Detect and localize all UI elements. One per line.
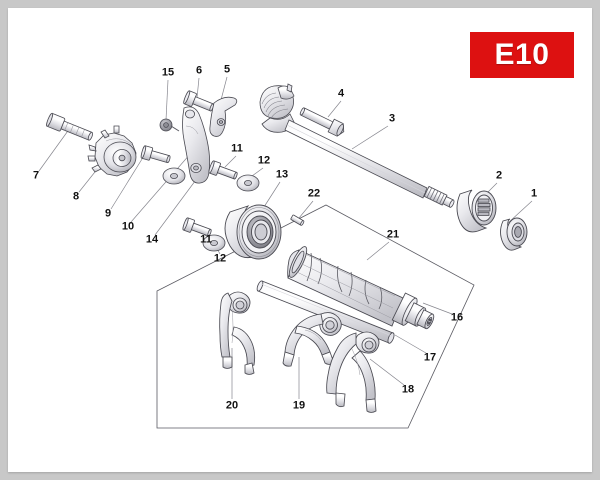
callout-label-9[interactable]: 9 [104, 207, 112, 220]
callout-label-11-upper[interactable]: 11 [231, 142, 243, 155]
part-washer-upper [236, 174, 260, 192]
callout-label-2[interactable]: 2 [495, 169, 503, 182]
callout-label-12-upper[interactable]: 12 [257, 154, 271, 167]
callout-label-12-lower[interactable]: 12 [213, 252, 227, 265]
callout-label-22[interactable]: 22 [307, 187, 321, 200]
part-collar-washer [162, 167, 186, 185]
diagram-code-badge: E10 [470, 32, 574, 78]
callout-label-4[interactable]: 4 [337, 87, 345, 100]
part-stopper-plate [209, 96, 238, 137]
part-washer-seal [500, 217, 528, 251]
callout-label-20[interactable]: 20 [225, 399, 239, 412]
part-shift-drum [287, 246, 435, 330]
part-stopper-arm-bolt [140, 145, 171, 164]
callout-label-21[interactable]: 21 [386, 228, 400, 241]
part-stopper-arm-assembly [182, 106, 211, 184]
callout-label-6[interactable]: 6 [195, 64, 203, 77]
part-shift-pin [299, 107, 345, 137]
part-dowel-pin [290, 214, 305, 226]
part-flange-bolt-upper [208, 160, 238, 180]
callout-label-1[interactable]: 1 [530, 187, 538, 200]
part-shift-fork-5th [282, 312, 342, 367]
callout-label-3[interactable]: 3 [388, 112, 396, 125]
callout-label-8[interactable]: 8 [72, 190, 80, 203]
part-washer-lower [202, 234, 226, 252]
callout-label-19[interactable]: 19 [292, 399, 306, 412]
callout-label-17[interactable]: 17 [423, 351, 437, 364]
part-needle-roller-bearing [456, 189, 497, 233]
part-detent-roller-pin [159, 118, 180, 132]
part-shift-cam-star-wheel [87, 125, 137, 177]
callout-label-15[interactable]: 15 [161, 66, 175, 79]
callout-label-7[interactable]: 7 [32, 169, 40, 182]
part-socket-head-bolt [46, 112, 93, 141]
part-gear-shift-shaft [259, 83, 455, 208]
callout-label-16[interactable]: 16 [450, 311, 464, 324]
callout-label-14[interactable]: 14 [145, 233, 159, 246]
part-flange-bolt-lower [182, 217, 212, 237]
part-flange-bolt-top [183, 90, 215, 112]
parts-illustration [38, 76, 533, 429]
part-shift-fork-1st-2nd [219, 291, 256, 375]
callout-label-13[interactable]: 13 [275, 168, 289, 181]
part-ball-bearing [224, 204, 282, 260]
callout-label-18[interactable]: 18 [401, 383, 415, 396]
group-box-shift-assembly [156, 204, 475, 429]
callout-label-11-lower[interactable]: 11 [200, 233, 212, 246]
diagram-canvas: 1 2 3 4 5 6 7 8 9 10 11 12 13 14 15 16 1… [8, 8, 592, 472]
callout-label-10[interactable]: 10 [121, 220, 135, 233]
callout-label-5[interactable]: 5 [223, 63, 231, 76]
part-shift-fork-3rd-4th [326, 331, 380, 413]
part-shift-fork-shaft [256, 280, 395, 344]
